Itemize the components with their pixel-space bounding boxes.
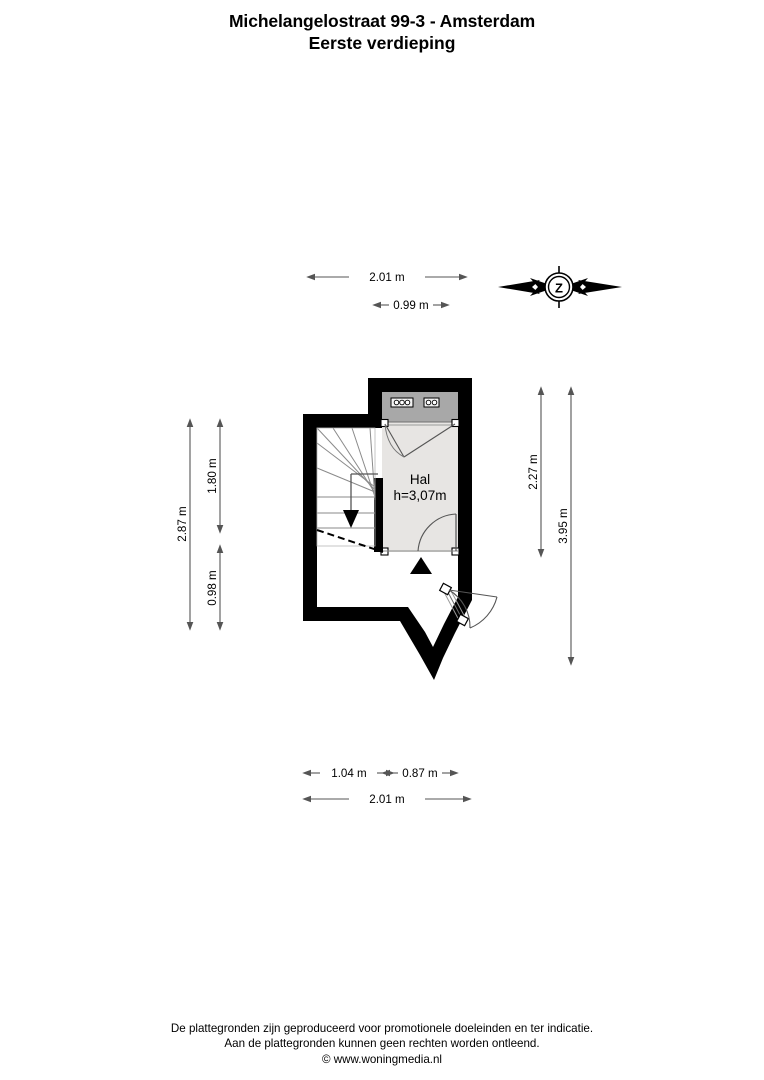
dimension-top-group: 2.01 m 0.99 m — [306, 271, 468, 312]
stair-nosing — [316, 529, 384, 553]
room-label-hal: Hal h=3,07m — [394, 472, 447, 503]
dimension-label: 1.04 m — [331, 767, 366, 780]
dimension-bottom-1.04m: 1.04 m — [302, 767, 395, 780]
dimension-bottom-0.87m: 0.87 m — [381, 767, 459, 780]
dimension-label: 2.27 m — [527, 454, 540, 489]
building-walls — [303, 378, 472, 680]
dimension-right-2.27m: 2.27 m — [527, 386, 545, 558]
staircase — [316, 427, 384, 553]
title-address: Michelangelostraat 99-3 - Amsterdam — [228, 11, 536, 31]
dimension-right-group: 2.27 m 3.95 m — [527, 386, 575, 666]
compass-rose: Z — [498, 266, 622, 308]
dimension-label: 0.99 m — [393, 299, 428, 312]
dimension-left-group: 2.87 m 1.80 m 0.98 m — [176, 418, 224, 631]
footer-line-3: © www.woningmedia.nl — [321, 1052, 443, 1066]
entrance-door-leaf — [438, 582, 470, 627]
door-hinge-left — [380, 418, 389, 428]
cupboard-doors — [380, 418, 460, 458]
dimension-left-0.98m: 0.98 m — [206, 544, 224, 631]
dimension-top-2.01m: 2.01 m — [306, 271, 468, 284]
stair-direction-arrow — [343, 473, 378, 528]
footer-disclaimer: De plattegronden zijn geproduceerd voor … — [0, 1021, 764, 1068]
dimension-left-1.80m: 1.80 m — [206, 418, 224, 534]
entrance-door — [438, 582, 498, 629]
dimension-label: 1.80 m — [206, 458, 219, 493]
stair-treads — [316, 427, 376, 529]
entrance-door-arc — [448, 589, 471, 629]
meter-fixture-icons — [390, 397, 440, 408]
door-hinge-right — [451, 418, 460, 428]
compass-label: Z — [555, 281, 563, 296]
room-hal-floor — [382, 392, 458, 552]
footer-line-1: De plattegronden zijn geproduceerd voor … — [170, 1021, 594, 1035]
dimension-bottom-2.01m: 2.01 m — [302, 793, 472, 806]
meter-icon-1 — [390, 397, 414, 408]
dimension-label: 2.87 m — [176, 506, 189, 541]
dimension-right-3.95m: 3.95 m — [557, 386, 575, 666]
hall-door — [380, 513, 460, 556]
dimension-bottom-group: 1.04 m 0.87 m 2.01 m — [302, 767, 472, 806]
dimension-label: 0.98 m — [206, 570, 219, 605]
dimension-label: 2.01 m — [369, 271, 404, 284]
dimension-label: 2.01 m — [369, 793, 404, 806]
interior-wall-stub — [374, 478, 383, 552]
dimension-left-2.87m: 2.87 m — [176, 418, 194, 631]
footer-line-2: Aan de plattegronden kunnen geen rechten… — [224, 1037, 540, 1050]
page-title: Michelangelostraat 99-3 - Amsterdam Eers… — [0, 10, 764, 54]
title-floor: Eerste verdieping — [308, 33, 456, 53]
room-name: Hal — [410, 472, 430, 487]
step-marker-triangle — [410, 557, 432, 574]
dimension-label: 3.95 m — [557, 508, 570, 543]
room-height: h=3,07m — [394, 488, 447, 503]
dimension-label: 0.87 m — [402, 767, 437, 780]
meter-icon-2 — [423, 397, 440, 408]
dimension-top-0.99m: 0.99 m — [372, 299, 450, 312]
